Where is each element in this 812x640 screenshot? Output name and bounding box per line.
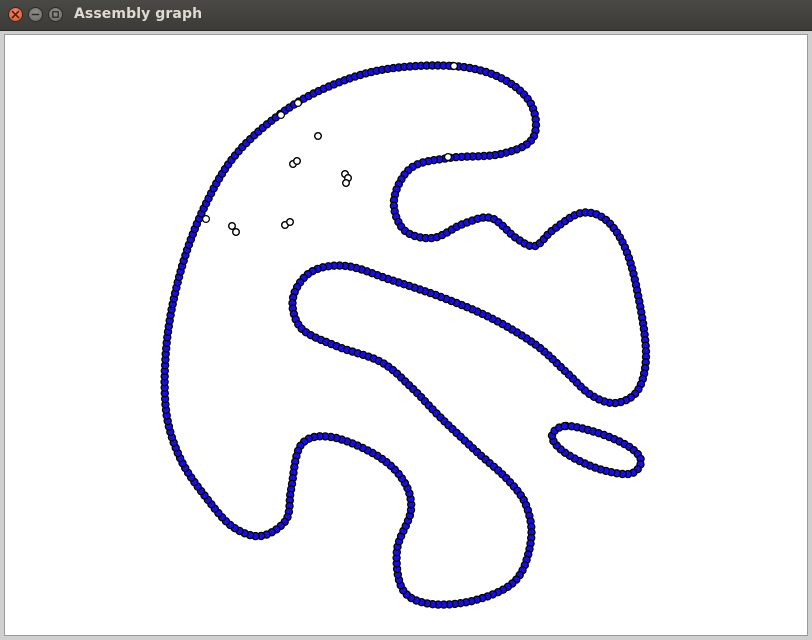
maximize-icon (52, 11, 59, 18)
assembly-graph-drawing[interactable] (5, 35, 807, 635)
highlighted-node[interactable] (202, 215, 211, 224)
isolated-node[interactable] (231, 227, 240, 236)
minimize-icon (31, 13, 40, 16)
highlighted-nodes (202, 61, 459, 224)
highlighted-node[interactable] (450, 61, 459, 70)
maximize-button[interactable] (48, 7, 63, 22)
graph-canvas[interactable] (4, 34, 808, 636)
title-bar[interactable]: Assembly graph (0, 0, 812, 31)
window-title: Assembly graph (74, 6, 203, 22)
highlighted-node[interactable] (444, 153, 453, 162)
isolated-node[interactable] (227, 221, 236, 230)
highlighted-node[interactable] (294, 98, 303, 107)
close-icon (11, 10, 20, 19)
isolated-node[interactable] (293, 156, 302, 165)
isolated-node[interactable] (286, 217, 295, 226)
isolated-node[interactable] (342, 178, 351, 187)
small-loop-node[interactable] (560, 421, 569, 431)
isolated-nodes (227, 131, 353, 236)
graph-nodes (160, 61, 651, 609)
highlighted-node[interactable] (277, 110, 286, 119)
isolated-node[interactable] (314, 131, 323, 140)
close-button[interactable] (8, 7, 23, 22)
minimize-button[interactable] (28, 7, 43, 22)
